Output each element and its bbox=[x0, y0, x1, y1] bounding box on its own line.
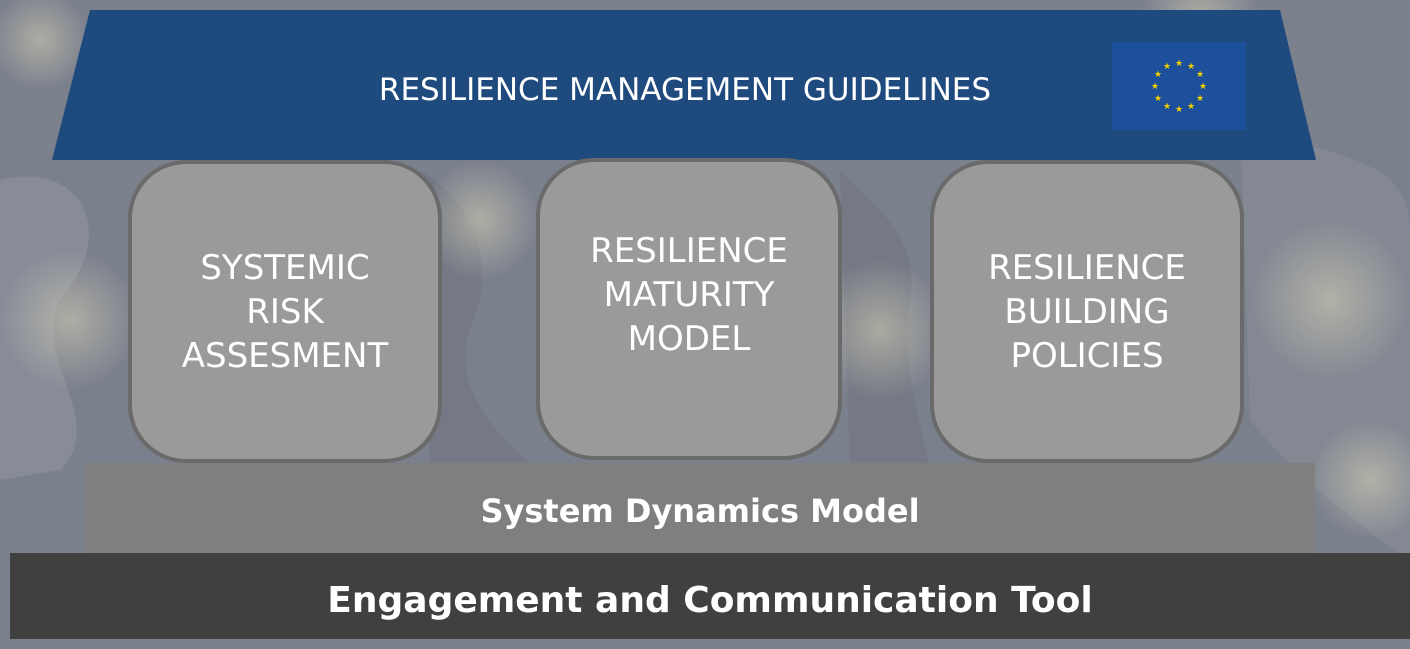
engagement-communication-tool-layer: Engagement and Communication Tool bbox=[10, 553, 1410, 639]
pillar-label-line: ASSESMENT bbox=[181, 335, 389, 376]
svg-text:★: ★ bbox=[1196, 94, 1204, 104]
pillar-label-line: RESILIENCE bbox=[988, 247, 1186, 288]
svg-text:★: ★ bbox=[1175, 105, 1183, 115]
svg-text:★: ★ bbox=[1163, 102, 1171, 112]
svg-text:★: ★ bbox=[1187, 102, 1195, 112]
system-dynamics-model-layer: System Dynamics Model bbox=[85, 463, 1315, 553]
svg-text:★: ★ bbox=[1175, 59, 1183, 69]
pillar-label-line: BUILDING bbox=[1004, 291, 1170, 332]
svg-text:★: ★ bbox=[1196, 70, 1204, 80]
svg-text:★: ★ bbox=[1154, 70, 1162, 80]
svg-text:★: ★ bbox=[1151, 82, 1159, 92]
svg-text:★: ★ bbox=[1187, 62, 1195, 72]
pillar-label-line: MATURITY bbox=[603, 275, 775, 315]
pillar-label-line: MODEL bbox=[627, 319, 751, 359]
pillar-label-line: RISK bbox=[246, 291, 324, 332]
roof-title: RESILIENCE MANAGEMENT GUIDELINES bbox=[378, 72, 992, 108]
pillar-label-line: RESILIENCE bbox=[590, 231, 788, 271]
pillar-label-line: POLICIES bbox=[1010, 335, 1164, 376]
svg-text:★: ★ bbox=[1199, 82, 1207, 92]
pillar-resilience-building-policies: RESILIENCE BUILDING POLICIES bbox=[930, 160, 1244, 463]
pillar-label-line: SYSTEMIC bbox=[200, 247, 370, 288]
svg-text:★: ★ bbox=[1163, 62, 1171, 72]
eu-flag-icon: ★ ★ ★ ★ ★ ★ ★ ★ ★ ★ ★ ★ bbox=[1112, 42, 1246, 130]
eu-stars-icon: ★ ★ ★ ★ ★ ★ ★ ★ ★ ★ ★ ★ bbox=[1112, 42, 1246, 130]
svg-text:★: ★ bbox=[1154, 94, 1162, 104]
pillar-systemic-risk-assessment: SYSTEMIC RISK ASSESMENT bbox=[128, 160, 442, 463]
pillar-resilience-maturity-model: RESILIENCE MATURITY MODEL bbox=[536, 158, 842, 460]
